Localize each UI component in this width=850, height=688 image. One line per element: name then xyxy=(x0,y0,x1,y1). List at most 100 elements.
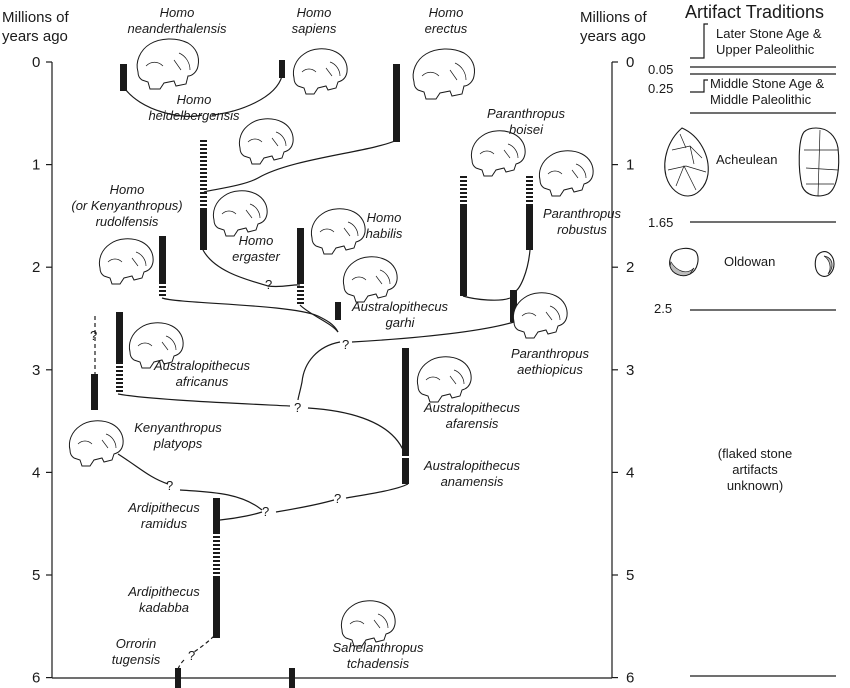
bar-afarensis xyxy=(402,348,409,456)
acheulean-cleaver-icon xyxy=(798,127,840,197)
label-neanderthalensis-species: neanderthalensis xyxy=(127,21,227,36)
skull-rudolfensis-icon xyxy=(98,238,154,285)
bar-aethiopicus xyxy=(510,290,517,322)
bar-robustus-dashed xyxy=(526,176,533,202)
lineage-lines xyxy=(94,75,531,671)
label-heidelbergensis-genus: Homo xyxy=(177,92,212,107)
line-ergaster-habilis xyxy=(202,249,301,288)
skull-ergaster-icon xyxy=(212,190,268,237)
label-afarensis-species: afarensis xyxy=(446,416,499,431)
line-q-q xyxy=(275,499,335,513)
skull-aethiopicus-icon xyxy=(512,292,568,339)
label-erectus-species: erectus xyxy=(425,21,468,36)
skull-boisei-icon xyxy=(470,130,526,177)
left-axis-tick-label: 4 xyxy=(32,464,40,481)
skull-afarensis-icon xyxy=(416,356,472,403)
label-afarensis-genus: Australopithecus xyxy=(423,400,521,415)
middle-stone-age-line2: Middle Paleolithic xyxy=(710,92,812,107)
label-heidelbergensis-species: heidelbergensis xyxy=(148,108,240,123)
bar-boisei-dashed xyxy=(460,176,467,202)
later-stone-age-bracket xyxy=(690,23,708,59)
bar-sapiens xyxy=(279,60,285,78)
later-stone-age-line1: Later Stone Age & xyxy=(716,26,822,41)
right-axis-tick-label: 2 xyxy=(626,259,634,276)
label-tugensis-genus: Orrorin xyxy=(116,636,156,651)
line-habilis-base xyxy=(299,304,339,333)
oldowan-label: Oldowan xyxy=(724,254,775,269)
later-stone-age-line2: Upper Paleolithic xyxy=(716,42,815,57)
bar-africanus xyxy=(116,312,123,364)
species-labels: Homo neanderthalensis Homo sapiens Homo … xyxy=(71,5,621,671)
bar-habilis xyxy=(297,228,304,284)
line-sapiens-heidel xyxy=(211,75,283,116)
label-sapiens-species: sapiens xyxy=(292,21,337,36)
line-q-ramidus xyxy=(179,489,263,511)
bar-heidelbergensis xyxy=(200,140,207,206)
label-anamensis-genus: Australopithecus xyxy=(423,458,521,473)
question-mark: ? xyxy=(188,648,195,663)
bar-platyops xyxy=(91,374,98,410)
skull-neanderthalensis-icon xyxy=(136,38,200,90)
right-axis-title-line2: years ago xyxy=(580,28,646,45)
label-ramidus-genus: Ardipithecus xyxy=(127,500,200,515)
left-axis-tick-label: 6 xyxy=(32,670,40,687)
line-orrorin-bottom xyxy=(177,659,185,671)
label-tchadensis-species: tchadensis xyxy=(347,656,410,671)
label-rudolfensis-genus: Homo xyxy=(110,182,145,197)
question-mark: ? xyxy=(265,277,272,292)
question-mark: ? xyxy=(294,400,301,415)
bar-erectus xyxy=(393,64,400,142)
skull-heidelbergensis-icon xyxy=(238,118,294,165)
uncertainty-marks: ? ? ? ? ? ? ? ? xyxy=(90,277,349,663)
line-neander-heidel xyxy=(122,85,203,117)
question-mark: ? xyxy=(262,504,269,519)
label-boisei-genus: Paranthropus xyxy=(487,106,566,121)
right-axis-tick-label: 4 xyxy=(626,464,634,481)
bar-ramidus xyxy=(213,498,220,534)
line-kadabba-orrorin xyxy=(193,635,215,653)
right-axis-tick-label: 1 xyxy=(626,157,634,174)
line-split-down xyxy=(297,341,341,401)
left-axis-tick-label: 2 xyxy=(32,259,40,276)
label-garhi-genus: Australopithecus xyxy=(351,299,449,314)
label-habilis-genus: Homo xyxy=(367,210,402,225)
artifact-traditions-title: Artifact Traditions xyxy=(685,2,824,22)
skull-habilis-icon xyxy=(310,208,366,255)
line-rudolfensis-base xyxy=(161,297,339,333)
oldowan-flake-icon xyxy=(814,251,835,277)
left-axis-title-line2: years ago xyxy=(2,28,68,45)
label-ergaster-genus: Homo xyxy=(239,233,274,248)
label-rudolfensis-alt: (or Kenyanthropus) xyxy=(71,198,182,213)
skull-robustus-icon xyxy=(538,150,594,197)
oldowan-chopper-icon xyxy=(669,247,699,277)
right-axis-tick-label: 3 xyxy=(626,362,634,379)
line-boisei-aethiopicus xyxy=(462,295,511,301)
bar-habilis-dashed xyxy=(297,286,304,304)
middle-stone-age-bracket xyxy=(690,79,708,93)
question-mark: ? xyxy=(334,491,341,506)
date-0-05: 0.05 xyxy=(648,62,673,77)
bar-orrorin xyxy=(175,668,181,688)
line-q-anamensis xyxy=(345,483,409,499)
date-2-5: 2.5 xyxy=(654,301,672,316)
label-africanus-species: africanus xyxy=(176,374,229,389)
bar-africanus-dashed xyxy=(116,366,123,392)
line-platyops-q xyxy=(117,453,169,485)
bar-boisei xyxy=(460,204,467,296)
bar-rudolfensis-dashed xyxy=(159,286,166,296)
skull-garhi-icon xyxy=(342,256,398,303)
label-platyops-species: platyops xyxy=(153,436,203,451)
bar-neanderthalensis xyxy=(120,64,127,91)
label-ramidus-species: ramidus xyxy=(141,516,188,531)
left-axis-tick-label: 0 xyxy=(32,54,40,71)
date-1-65: 1.65 xyxy=(648,215,673,230)
line-q-afarensis xyxy=(307,407,405,453)
artifact-traditions-panel: Artifact Traditions Later Stone Age & Up… xyxy=(648,2,840,677)
right-axis-title-line1: Millions of xyxy=(580,9,648,26)
label-sapiens-genus: Homo xyxy=(297,5,332,20)
label-platyops-genus: Kenyanthropus xyxy=(134,420,222,435)
skull-sapiens-icon xyxy=(292,48,348,95)
line-africanus-q xyxy=(117,393,291,407)
